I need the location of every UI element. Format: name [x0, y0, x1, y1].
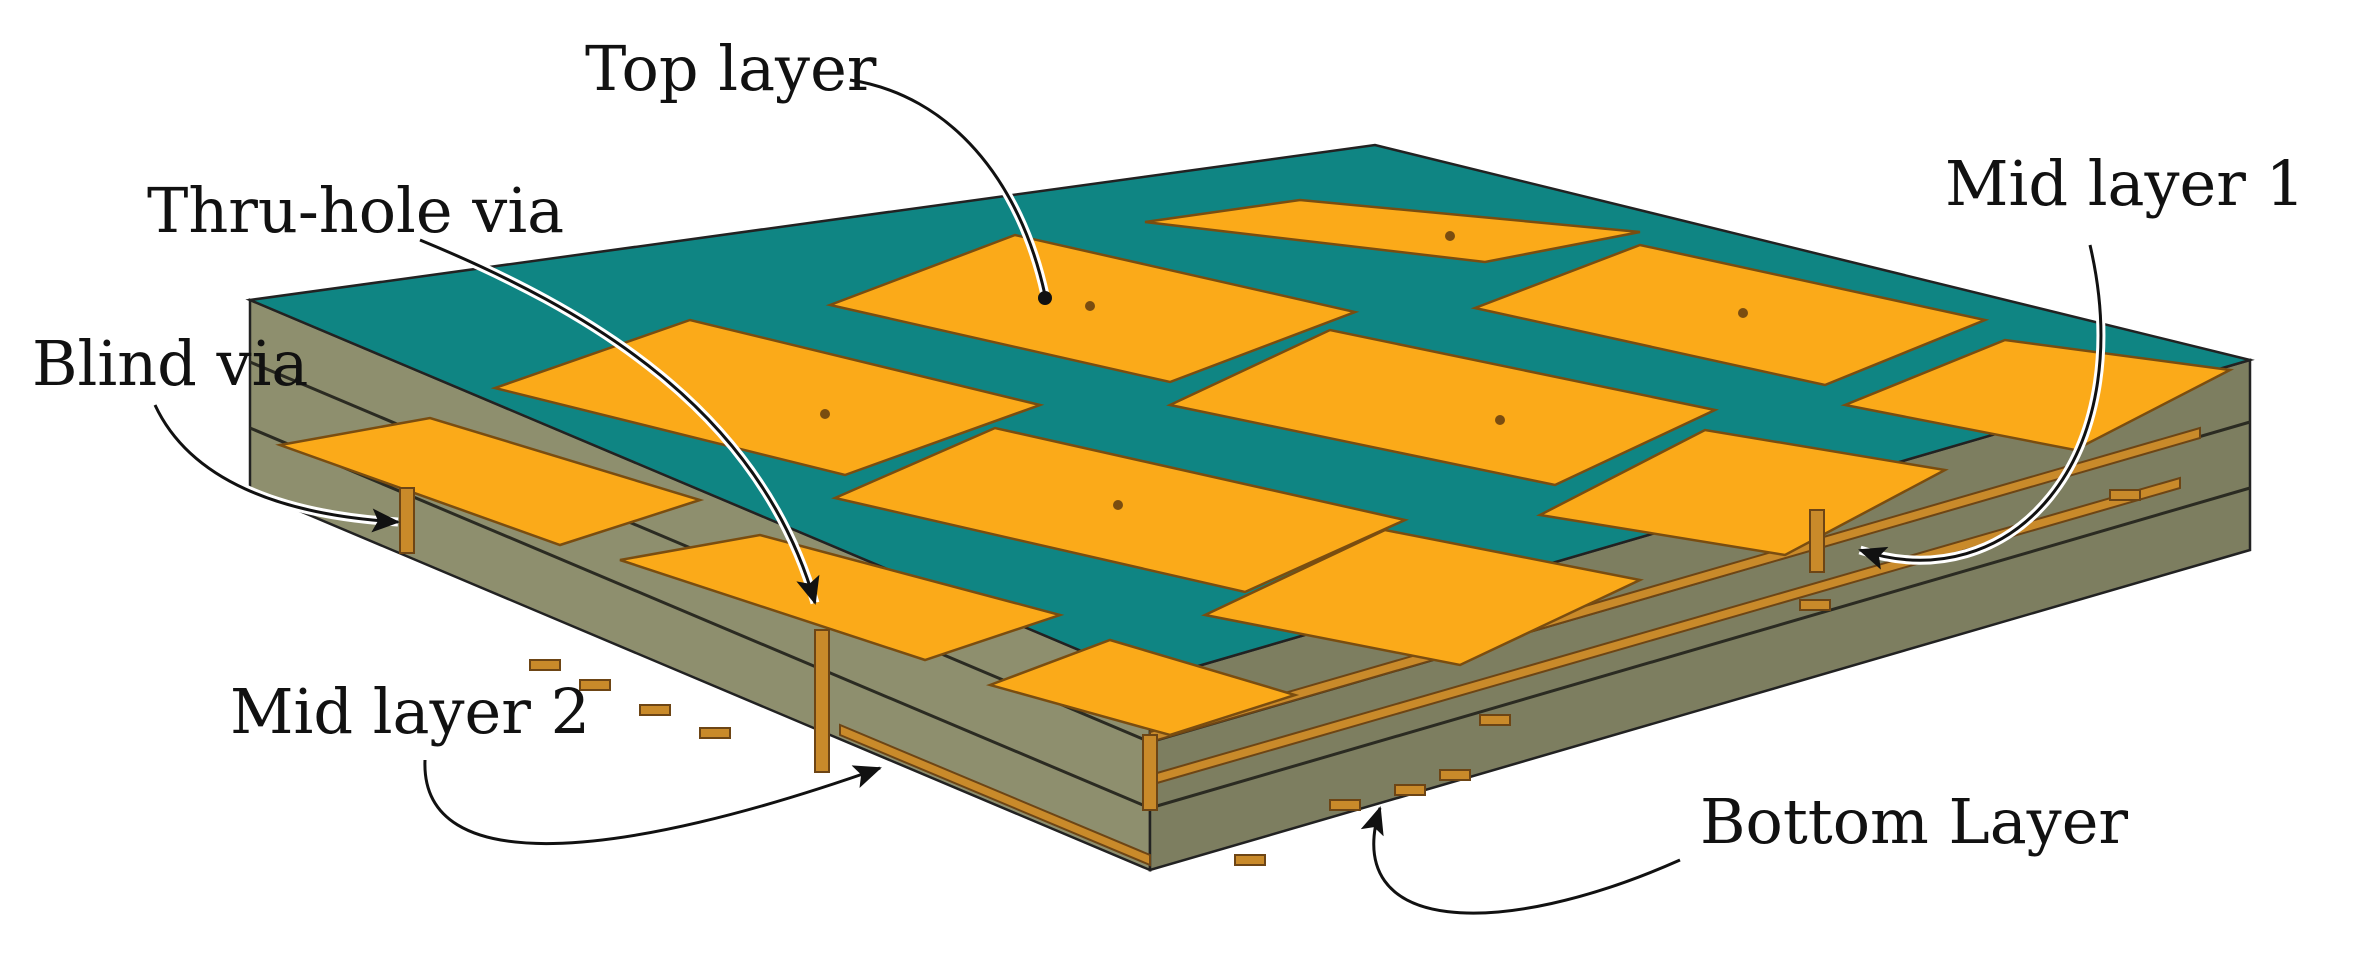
pad — [1840, 338, 2235, 452]
callout-labels: Top layer Thru-hole via Blind via Mid la… — [32, 32, 2305, 858]
pad — [619, 533, 1065, 662]
pad — [1201, 528, 1644, 667]
blind-via-leader — [153, 404, 400, 533]
pad — [1470, 243, 1990, 387]
via-hole — [820, 409, 830, 419]
pad — [1166, 328, 1719, 487]
bottom-layer-pads — [529, 489, 2141, 866]
via-barrels — [399, 487, 1825, 811]
via-hole — [1085, 301, 1095, 311]
thru-hole-via-leader — [419, 238, 820, 605]
mid-via-barrel — [1809, 509, 1825, 573]
top-layer-label: Top layer — [585, 32, 877, 105]
pad — [985, 638, 1300, 737]
callout-leaders — [150, 75, 2106, 918]
blind-via-label: Blind via — [32, 327, 308, 400]
bottom-layer-leader — [1360, 806, 1681, 915]
mid-layer-1-label: Mid layer 1 — [1945, 147, 2305, 220]
blind-via-barrel — [399, 487, 415, 554]
top-layer-leader-dot — [1038, 291, 1052, 305]
bottom-layer-label: Bottom Layer — [1700, 785, 2128, 858]
pad — [831, 426, 1409, 594]
pad — [275, 416, 705, 547]
mid-layer-2-label: Mid layer 2 — [230, 675, 590, 748]
top-layer-leader — [849, 78, 1047, 296]
thru-hole-via-label: Thru-hole via — [147, 174, 564, 247]
via-hole — [1738, 308, 1748, 318]
pad — [1144, 198, 1641, 264]
top-layer-pads — [275, 198, 2235, 737]
pad — [1536, 428, 1949, 557]
mid-layer-2-leader — [423, 759, 882, 846]
edge-via-barrel — [1142, 734, 1158, 811]
via-hole — [1445, 231, 1455, 241]
via-hole — [1495, 415, 1505, 425]
mid-layer-1-leader — [1858, 244, 2103, 570]
via-hole — [1113, 500, 1123, 510]
thru-hole-via-barrel — [814, 629, 830, 773]
